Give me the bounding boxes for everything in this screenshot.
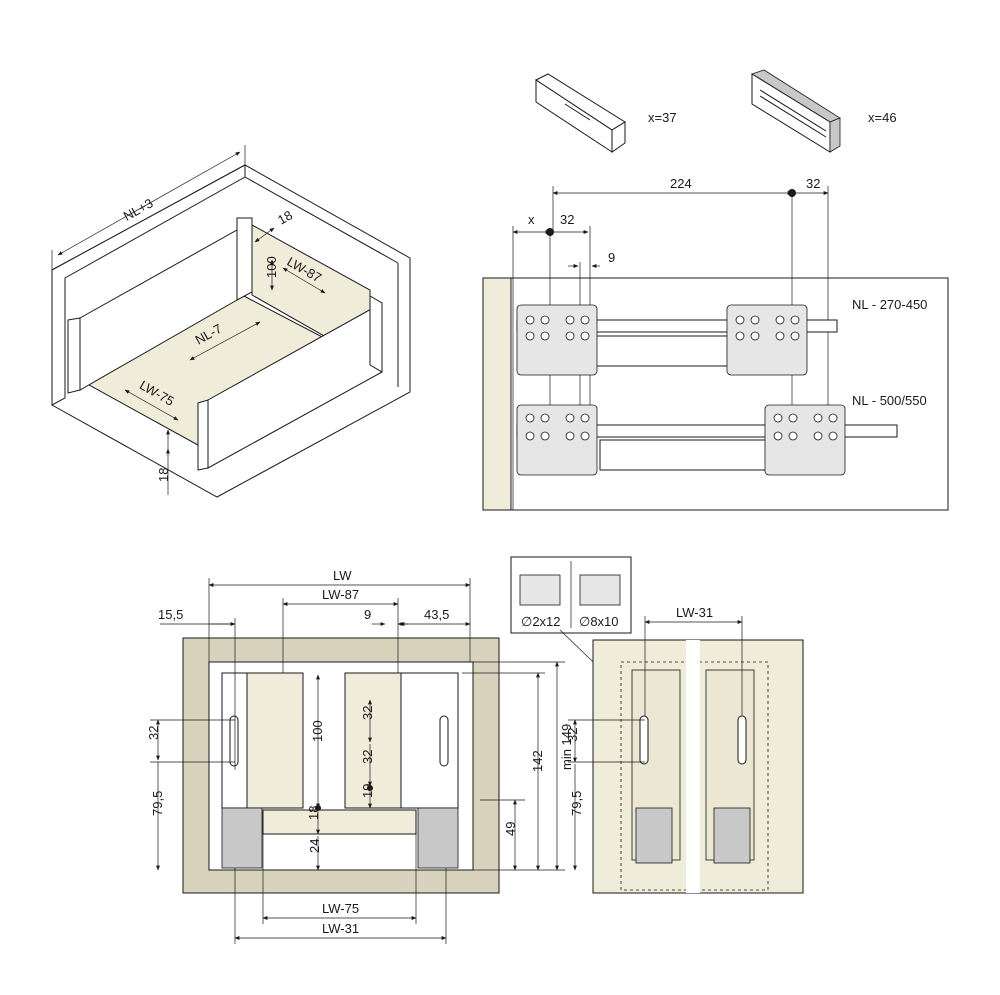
dim-18-front: 18 — [306, 806, 321, 820]
screw-spec-2: ∅8x10 — [579, 614, 619, 629]
dim-24: 24 — [307, 839, 322, 853]
front-section-view: LW LW-87 15,5 9 43,5 32 79,5 100 32 32 1… — [146, 568, 574, 944]
isometric-drawer: NL+3 NL-7 LW-87 LW-75 18 100 18 — [51, 145, 411, 498]
dim-32-left: 32 — [146, 726, 161, 740]
bracket-rear-upper — [726, 304, 808, 376]
screw-inset: ∅2x12 ∅8x10 — [510, 556, 646, 713]
dim-lw-minus-31-side: LW-31 — [676, 605, 713, 620]
label-x37: x=37 — [648, 110, 677, 125]
dim-32-right: 32 — [806, 176, 820, 191]
dim-min-149: min 149 — [559, 724, 574, 770]
dim-32-b: 32 — [360, 750, 375, 764]
label-x46: x=46 — [868, 110, 897, 125]
dim-32-a: 32 — [360, 706, 375, 720]
dim-15-5: 15,5 — [158, 607, 183, 622]
dim-18-bottom: 18 — [156, 468, 171, 482]
dim-lw-minus-87: LW-87 — [322, 587, 359, 602]
drawer-side-right — [344, 672, 402, 809]
side-view: LW-31 32 79,5 — [565, 605, 804, 894]
drawer-side-left — [246, 672, 304, 809]
label-nl-500-550: NL - 500/550 — [852, 393, 927, 408]
dim-9: 9 — [608, 250, 615, 265]
dim-43-5: 43,5 — [424, 607, 449, 622]
bracket-rear-lower — [764, 404, 846, 476]
side-panel — [482, 277, 512, 511]
dim-79-5-right: 79,5 — [569, 791, 584, 816]
bracket-front-upper — [516, 304, 598, 376]
dim-19: 19 — [360, 784, 375, 798]
screw-spec-1: ∅2x12 — [521, 614, 561, 629]
dim-lw-minus-75: LW-75 — [322, 901, 359, 916]
drawer-bottom-section — [262, 809, 417, 835]
dim-32-right: 32 — [565, 728, 580, 742]
dim-79-5-left: 79,5 — [150, 791, 165, 816]
front-panel-variants: x=37 x=46 — [535, 69, 897, 153]
dim-18-top: 18 — [275, 207, 295, 227]
dim-lw-minus-31: LW-31 — [322, 921, 359, 936]
dim-142: 142 — [530, 750, 545, 772]
dim-9-front: 9 — [364, 607, 371, 622]
label-nl-270-450: NL - 270-450 — [852, 297, 927, 312]
bracket-front-lower — [516, 404, 598, 476]
dim-x: x — [528, 212, 535, 227]
dim-49: 49 — [503, 822, 518, 836]
dim-224: 224 — [670, 176, 692, 191]
dim-100-iso: 100 — [264, 256, 279, 278]
rail-top-view: 224 32 x 32 9 NL - 270-450 NL - 500/550 — [482, 176, 949, 511]
dim-32-left: 32 — [560, 212, 574, 227]
dim-lw: LW — [333, 568, 352, 583]
dim-100: 100 — [310, 720, 325, 742]
